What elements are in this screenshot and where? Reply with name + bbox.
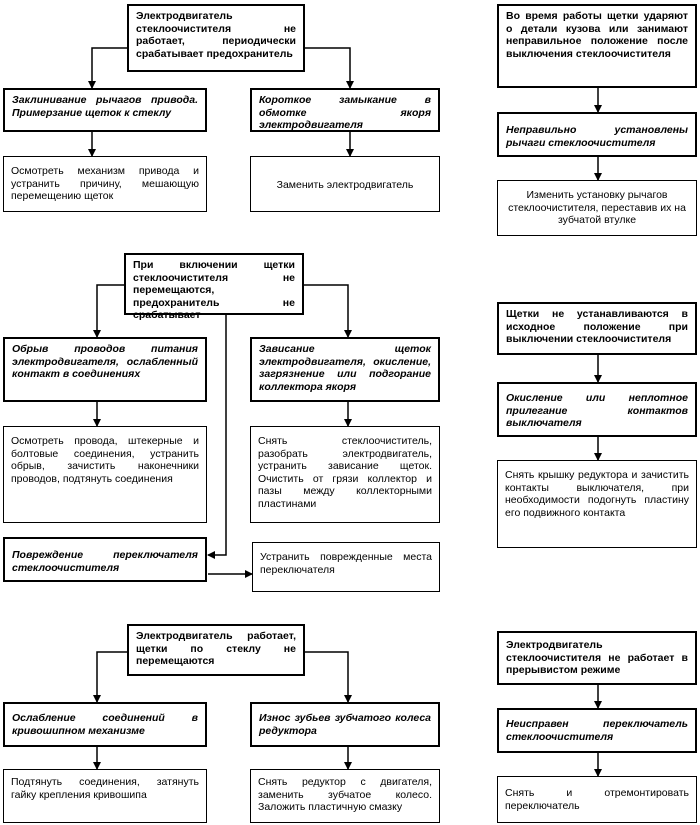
problem-box-motor-fuse: Электродвигатель стеклоочистителя не раб… bbox=[127, 4, 305, 72]
cause-box-lever-jam: Заклинивание рычагов привода. Примерзани… bbox=[3, 88, 207, 132]
cause-box-contact-oxidation: Окисление или неплотное прилегание конта… bbox=[497, 382, 697, 437]
arrow-s2-to-cause-b bbox=[304, 284, 352, 338]
fix-box-replace-gear: Снять редуктор с двигателя, заменить зуб… bbox=[250, 769, 440, 823]
fix-box-tighten-crank: Подтянуть соединения, затянуть гайку кре… bbox=[3, 769, 207, 823]
problem-box-brushes-not-moving: При включении щетки стеклоочистителя не … bbox=[124, 253, 304, 321]
problem-box-motor-runs: Электродвигатель работает, щетки по стек… bbox=[127, 624, 305, 676]
cause-box-brush-hang: Зависание щеток электродвигателя, окисле… bbox=[250, 337, 440, 402]
fix-box-reposition-levers: Изменить установку рычагов стеклоочистит… bbox=[497, 180, 697, 236]
cause-box-levers-misinstalled: Неправильно установлены рычаги стеклоочи… bbox=[497, 112, 697, 157]
fix-box-clean-contacts: Снять крышку редуктора и зачистить конта… bbox=[497, 460, 697, 548]
problem-box-not-parking: Щетки не устанавливаются в исходное поло… bbox=[497, 302, 697, 355]
fix-box-disassemble-motor: Снять стеклоочиститель, разобрать электр… bbox=[250, 426, 440, 523]
arrow-s1-to-cause-a bbox=[88, 47, 127, 89]
arrow-s2-to-cause-c bbox=[207, 315, 227, 559]
problem-box-intermittent-mode: Электродвигатель стеклоочистителя не раб… bbox=[497, 631, 697, 685]
cause-box-short-circuit: Короткое замыкание в обмотке якоря элект… bbox=[250, 88, 440, 132]
arrow-s3-to-cause-a bbox=[93, 651, 127, 703]
fix-box-repair-switch: Устранить поврежденные места переключате… bbox=[252, 542, 440, 592]
fix-box-inspect-wires: Осмотреть провода, штекерные и болтовые … bbox=[3, 426, 207, 523]
cause-box-switch-damage: Повреждение переключателя стеклоочистите… bbox=[3, 537, 207, 582]
fix-box-repair-switch-right: Снять и отремонтировать переключатель bbox=[497, 776, 697, 823]
fix-box-inspect-drive: Осмотреть механизм привода и устранить п… bbox=[3, 156, 207, 212]
cause-box-faulty-switch: Неисправен переключатель стеклоочистител… bbox=[497, 708, 697, 753]
arrow-s3-to-cause-b bbox=[305, 651, 352, 703]
arrow-s2-to-cause-a bbox=[93, 284, 124, 338]
arrow-s1-to-cause-b bbox=[305, 47, 354, 89]
cause-box-crank-loose: Ослабление соединений в кривошипном меха… bbox=[3, 702, 207, 747]
cause-box-wire-break: Обрыв проводов питания электродвигателя,… bbox=[3, 337, 207, 402]
fix-box-replace-motor: Заменить электродвигатель bbox=[250, 156, 440, 212]
problem-box-brushes-hit-body: Во время работы щетки ударяют о детали к… bbox=[497, 4, 697, 88]
cause-box-gear-wear: Износ зубьев зубчатого колеса редуктора bbox=[250, 702, 440, 747]
